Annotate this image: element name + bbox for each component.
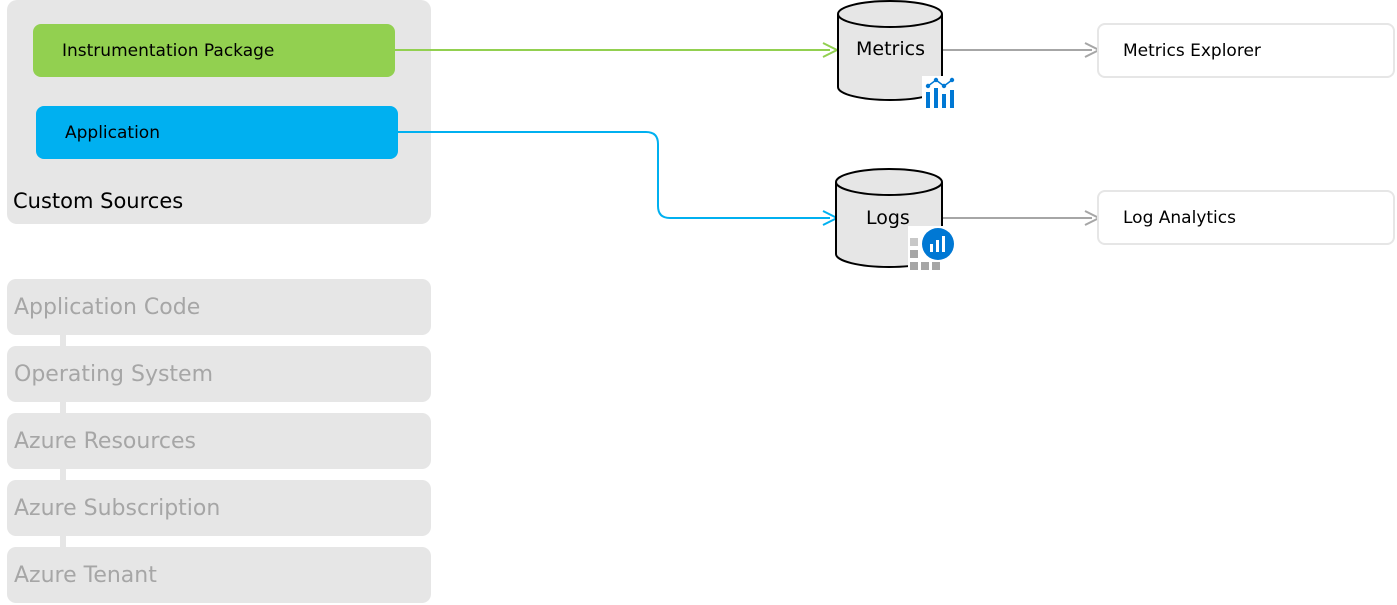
metrics-explorer-box[interactable]: Metrics Explorer: [1097, 23, 1395, 78]
layer-label: Azure Tenant: [14, 562, 157, 588]
instrumentation-package-label: Instrumentation Package: [62, 40, 275, 61]
application-label: Application: [65, 122, 160, 143]
layer-azure-resources[interactable]: Azure Resources: [7, 413, 431, 469]
layer-operating-system[interactable]: Operating System: [7, 346, 431, 402]
layer-application-code[interactable]: Application Code: [7, 279, 431, 335]
instrumentation-package-box[interactable]: Instrumentation Package: [33, 24, 395, 77]
layer-label: Application Code: [14, 294, 201, 320]
layer-azure-tenant[interactable]: Azure Tenant: [7, 547, 431, 603]
log-analytics-label: Log Analytics: [1123, 207, 1236, 228]
application-to-logs-arrow: [398, 131, 840, 226]
logs-to-analytics-arrow: [942, 210, 1102, 226]
layer-label: Operating System: [14, 361, 214, 387]
layer-label: Azure Subscription: [14, 495, 221, 521]
metrics-store-cylinder[interactable]: [837, 0, 943, 101]
layer-label: Azure Resources: [14, 428, 196, 454]
metrics-explorer-label: Metrics Explorer: [1123, 40, 1261, 61]
log-analytics-box[interactable]: Log Analytics: [1097, 190, 1395, 245]
metrics-label: Metrics: [856, 38, 925, 60]
log-analytics-icon: [908, 226, 954, 272]
layer-azure-subscription[interactable]: Azure Subscription: [7, 480, 431, 536]
metrics-chart-icon: [922, 76, 960, 110]
application-box[interactable]: Application: [36, 106, 398, 159]
custom-sources-title: Custom Sources: [13, 189, 184, 213]
logs-label: Logs: [866, 207, 910, 229]
instrumentation-to-metrics-arrow: [395, 42, 840, 58]
metrics-to-explorer-arrow: [942, 42, 1102, 58]
